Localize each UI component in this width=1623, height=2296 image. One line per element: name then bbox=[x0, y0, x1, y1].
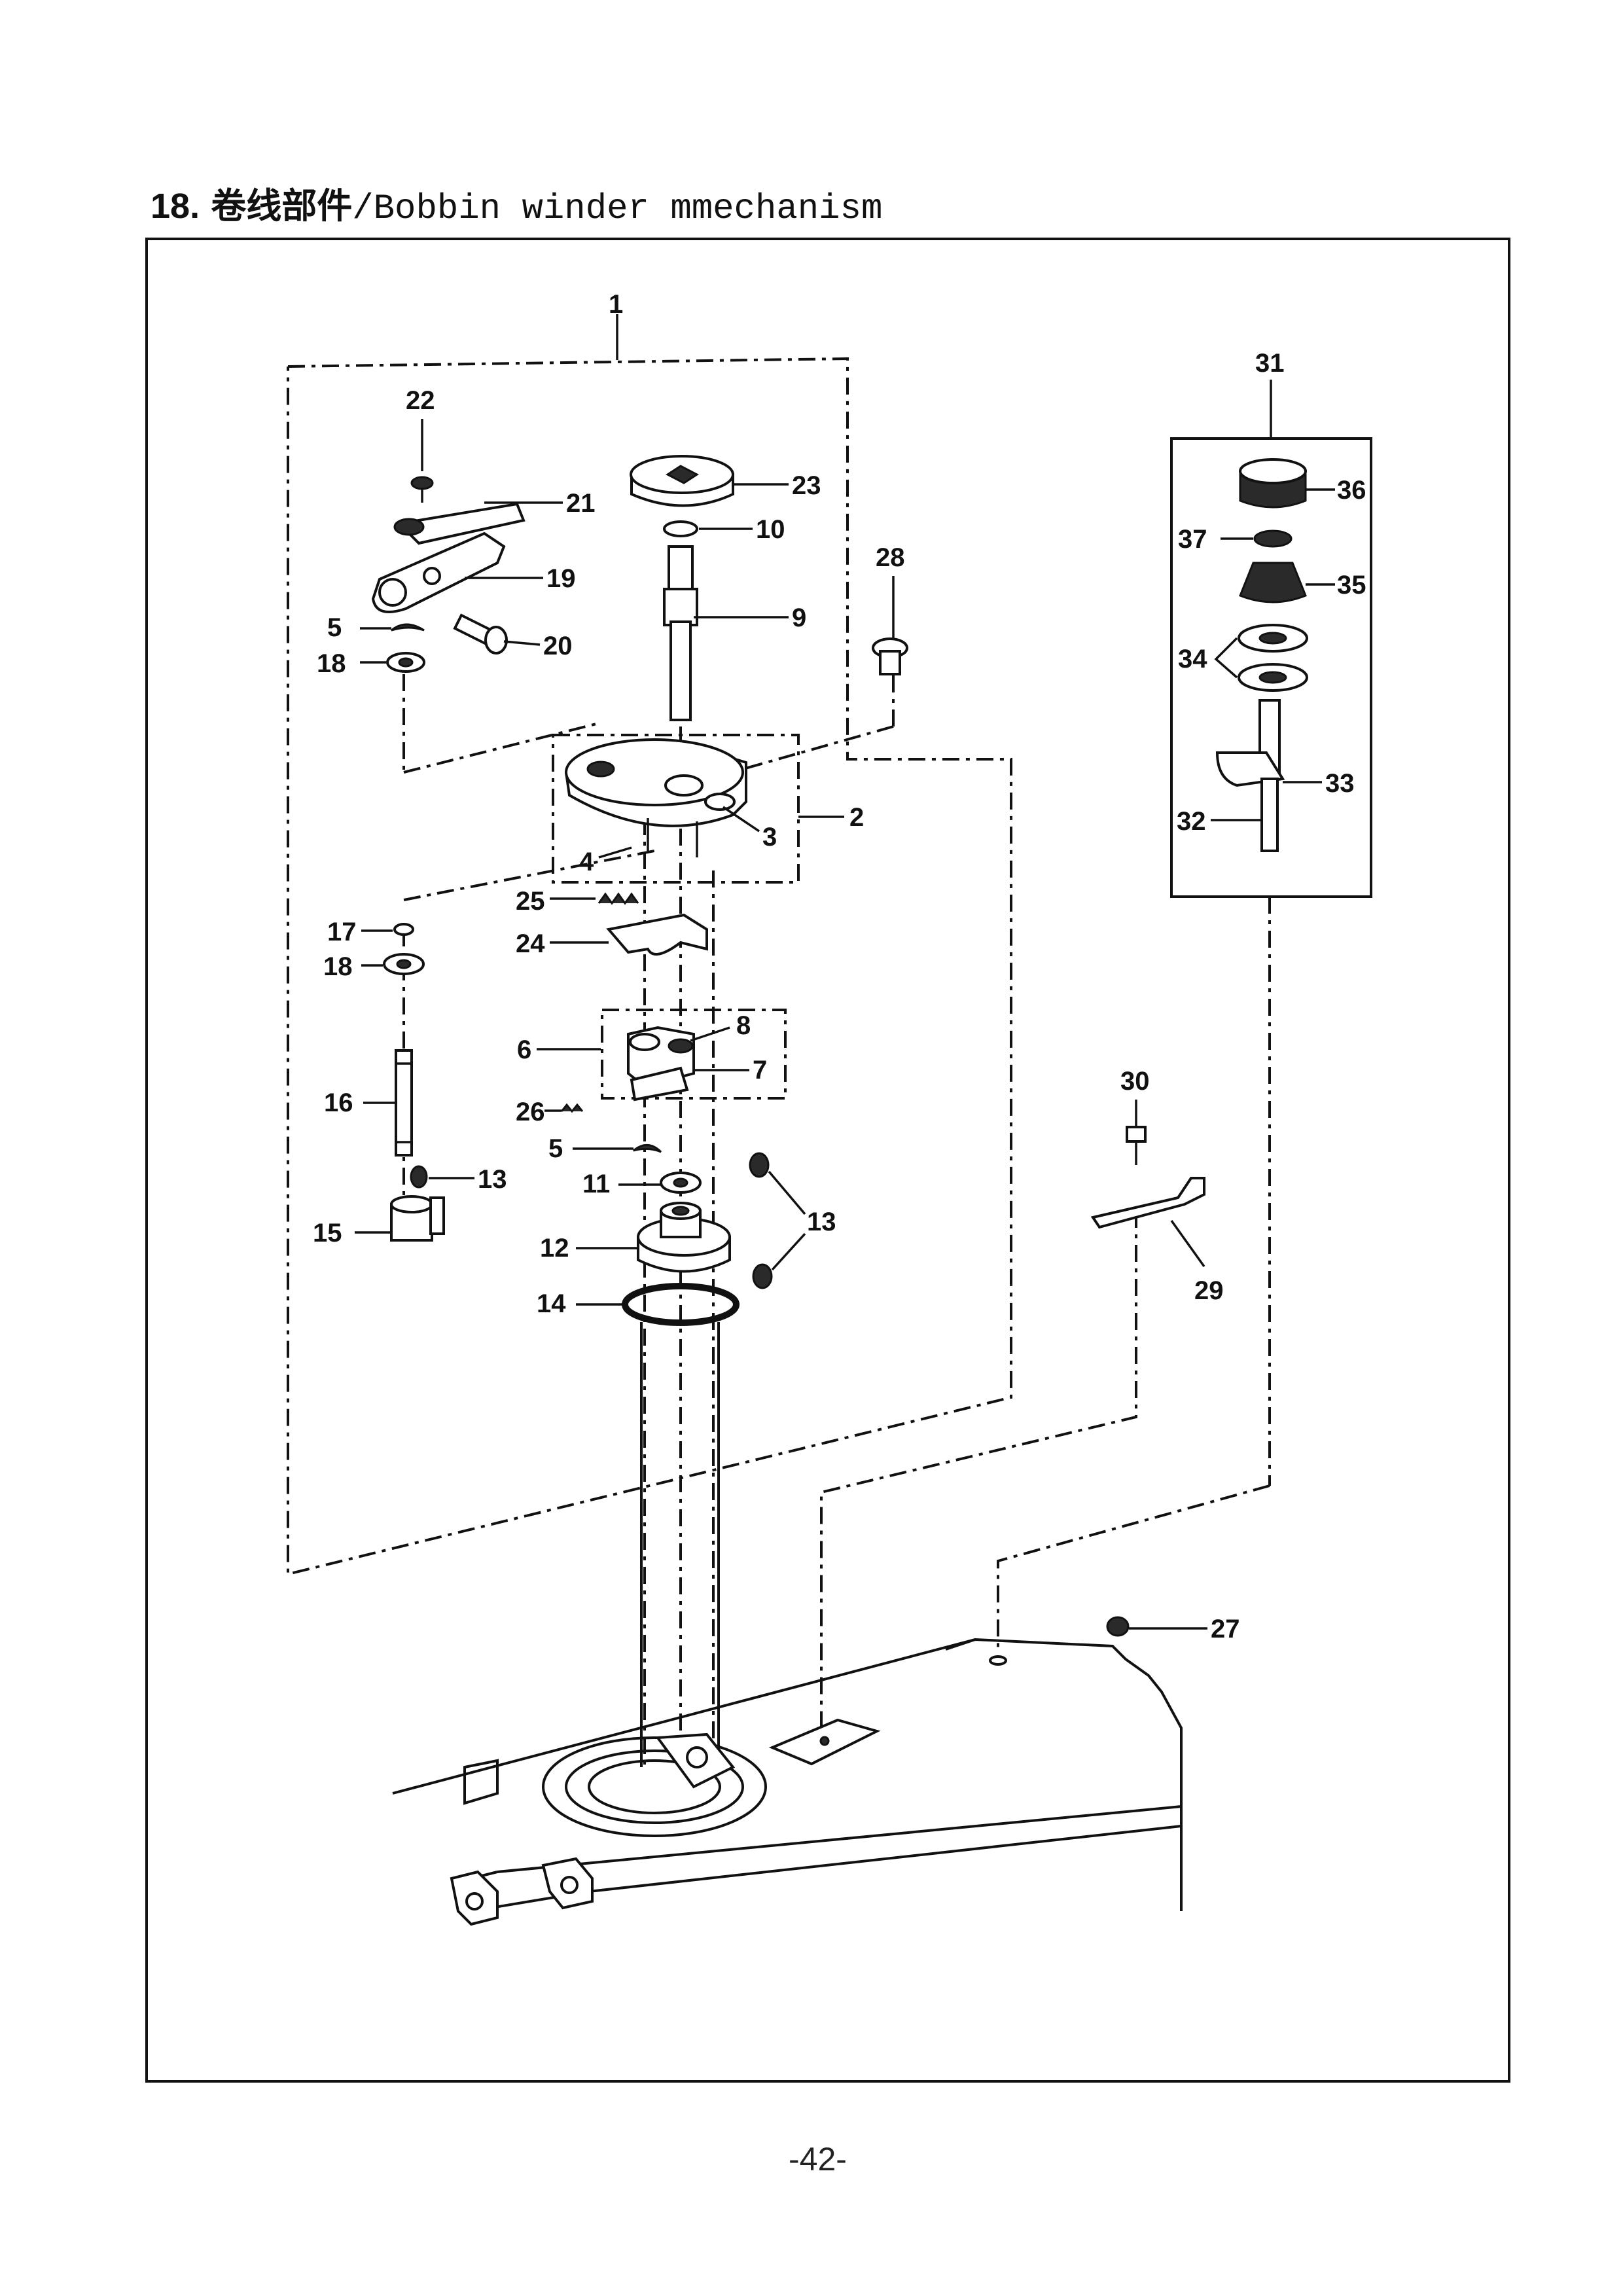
machine-bed bbox=[392, 1638, 1183, 1926]
part-12-pulley bbox=[637, 1202, 731, 1273]
callout-29: 29 bbox=[1194, 1276, 1224, 1305]
callout-9: 9 bbox=[792, 603, 806, 632]
part-24-plate bbox=[606, 913, 708, 956]
part-34-discs bbox=[1238, 624, 1308, 692]
part-9-shaft bbox=[663, 545, 698, 721]
callout-33: 33 bbox=[1325, 769, 1355, 798]
callout-34: 34 bbox=[1178, 645, 1207, 673]
part-26-spring bbox=[560, 1103, 584, 1113]
callout-18-upper: 18 bbox=[317, 649, 346, 678]
part-28-screw bbox=[872, 637, 908, 675]
callout-13-left: 13 bbox=[478, 1165, 507, 1194]
page-title: 18. 卷线部件/Bobbin winder mmechanism bbox=[151, 177, 882, 229]
callout-6: 6 bbox=[517, 1035, 531, 1064]
part-25-spring bbox=[597, 892, 639, 905]
callout-18-lower: 18 bbox=[323, 952, 353, 981]
part-5-ering-lower bbox=[633, 1144, 662, 1153]
part-5-ering bbox=[391, 623, 425, 632]
part-13-setscrew bbox=[410, 1165, 428, 1189]
callout-16: 16 bbox=[324, 1088, 353, 1117]
callout-27: 27 bbox=[1211, 1615, 1240, 1643]
callout-25: 25 bbox=[516, 887, 545, 916]
part-17-ring bbox=[393, 923, 414, 936]
part-10-ring bbox=[663, 520, 698, 537]
part-20-screw bbox=[453, 613, 508, 655]
part-13-setscrew-lower bbox=[752, 1263, 773, 1289]
part-16-pin bbox=[395, 1049, 413, 1157]
part-18-washer bbox=[386, 652, 425, 673]
part-21-plate bbox=[393, 502, 526, 545]
title-chinese: 卷线部件 bbox=[211, 185, 353, 226]
callout-4: 4 bbox=[579, 848, 594, 876]
assembly-2-box bbox=[552, 734, 800, 884]
part-32-post bbox=[1215, 699, 1285, 852]
callout-1: 1 bbox=[609, 290, 623, 319]
part-30-screw bbox=[1126, 1126, 1147, 1165]
callout-19: 19 bbox=[546, 564, 576, 593]
part-35-cone bbox=[1239, 562, 1307, 603]
part-22-screw bbox=[410, 419, 434, 503]
callout-13-right: 13 bbox=[807, 1208, 836, 1236]
callout-8: 8 bbox=[736, 1011, 751, 1040]
part-11-washer bbox=[660, 1172, 702, 1194]
part-37-ring bbox=[1253, 529, 1293, 548]
callout-20: 20 bbox=[543, 632, 573, 660]
callout-30: 30 bbox=[1120, 1067, 1150, 1096]
callout-24: 24 bbox=[516, 929, 545, 958]
part-18-washer-lower bbox=[383, 953, 425, 975]
callout-31: 31 bbox=[1255, 349, 1285, 378]
part-2-bracket bbox=[564, 738, 747, 857]
title-english: /Bobbin winder mmechanism bbox=[352, 189, 883, 229]
callout-11: 11 bbox=[582, 1170, 610, 1198]
assembly-6-box bbox=[601, 1009, 787, 1100]
callout-10: 10 bbox=[756, 515, 785, 544]
callout-22: 22 bbox=[406, 386, 435, 415]
part-6-block bbox=[627, 1026, 695, 1102]
callout-17: 17 bbox=[327, 918, 357, 946]
part-27-setscrew bbox=[1106, 1616, 1130, 1637]
callout-32: 32 bbox=[1177, 807, 1206, 836]
part-36-knob bbox=[1239, 458, 1307, 509]
assembly-1-boundary bbox=[287, 357, 1012, 1576]
callout-21: 21 bbox=[566, 489, 596, 518]
callout-36: 36 bbox=[1337, 476, 1366, 505]
callout-28: 28 bbox=[876, 543, 905, 572]
part-13-setscrew-upper bbox=[749, 1152, 770, 1178]
section-number: 18. bbox=[151, 187, 200, 226]
page-number: -42- bbox=[789, 2141, 847, 2178]
callout-2: 2 bbox=[849, 803, 864, 832]
callout-5-upper: 5 bbox=[327, 613, 342, 642]
leader-lines bbox=[355, 483, 1335, 1630]
callout-12: 12 bbox=[540, 1234, 569, 1263]
part-15-clamp bbox=[390, 1195, 445, 1242]
callout-5-lower: 5 bbox=[548, 1134, 563, 1163]
callout-15: 15 bbox=[313, 1219, 342, 1247]
part-23-knob bbox=[630, 455, 734, 507]
callout-26: 26 bbox=[516, 1098, 545, 1126]
callout-37: 37 bbox=[1178, 525, 1207, 554]
callout-14: 14 bbox=[537, 1289, 566, 1318]
part-19-arm bbox=[371, 531, 506, 613]
part-29-lever bbox=[1090, 1177, 1205, 1229]
diagram-frame bbox=[145, 238, 1510, 2083]
callout-35: 35 bbox=[1337, 571, 1366, 600]
callout-23: 23 bbox=[792, 471, 821, 500]
callout-7: 7 bbox=[753, 1056, 767, 1085]
callout-3: 3 bbox=[762, 823, 777, 852]
